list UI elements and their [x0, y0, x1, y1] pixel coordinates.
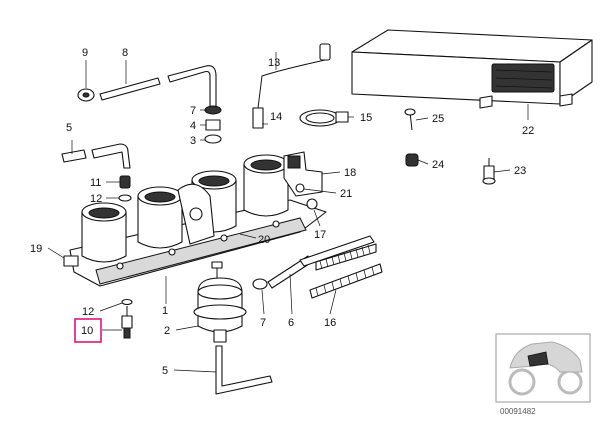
vacuum-hose-part-8 — [99, 65, 217, 111]
sensor-part-23 — [482, 158, 496, 185]
hose-clip-part-9 — [77, 88, 95, 102]
callout-8: 8 — [122, 47, 128, 59]
callout-21: 21 — [340, 188, 352, 200]
callout-18: 18 — [344, 167, 356, 179]
throttle-switch-part-18 — [283, 151, 323, 197]
pressure-regulator-part-2 — [193, 261, 247, 343]
callout-6: 6 — [288, 317, 294, 329]
callout-17: 17 — [314, 229, 326, 241]
hose-part-5-lower — [215, 345, 273, 395]
callout-25: 25 — [432, 113, 444, 125]
grommet-part-24 — [405, 153, 419, 167]
callout-19: 19 — [30, 243, 42, 255]
control-unit-part-22 — [351, 29, 593, 109]
callout-7-lower: 7 — [260, 317, 266, 329]
nut-part-4 — [205, 119, 221, 131]
callout-22: 22 — [522, 125, 534, 137]
washer-part-3 — [204, 134, 222, 144]
sensor-part-10 — [121, 306, 133, 339]
callout-16: 16 — [324, 317, 336, 329]
callout-5-upper: 5 — [66, 122, 72, 134]
screw-part-21 — [295, 183, 305, 193]
o-ring-part-12-upper — [118, 194, 132, 202]
callouts: 9 8 13 7 4 3 14 15 5 11 12 18 21 19 20 1… — [30, 47, 534, 377]
connector-part-17 — [306, 198, 318, 210]
callout-2: 2 — [164, 325, 170, 337]
callout-7-top: 7 — [190, 105, 196, 117]
washer-part-7 — [204, 105, 222, 115]
spring-hose-part-16 — [309, 243, 383, 299]
o-ring-part-12-lower — [121, 298, 133, 306]
fuel-pipe-part-20 — [299, 235, 375, 267]
sensor-lead-part-13 — [252, 43, 331, 129]
callout-23: 23 — [514, 165, 526, 177]
callout-5-lower: 5 — [162, 365, 168, 377]
callout-15: 15 — [360, 112, 372, 124]
hose-clamp-part-7 — [252, 278, 268, 290]
grommet-part-11 — [119, 175, 131, 189]
leader-lines — [47, 52, 529, 373]
thumbnail-code: 00091482 — [500, 407, 536, 416]
callout-1: 1 — [162, 305, 168, 317]
callout-20: 20 — [258, 234, 270, 246]
callout-3: 3 — [190, 135, 196, 147]
throttle-body-part-1 — [63, 154, 327, 287]
callout-14: 14 — [270, 111, 282, 123]
hose-clamp-part-15 — [299, 109, 349, 127]
callout-24: 24 — [432, 159, 444, 171]
callout-13: 13 — [268, 57, 280, 69]
callout-12-upper: 12 — [90, 193, 102, 205]
callout-12-lower: 12 — [82, 306, 94, 318]
callout-4: 4 — [190, 120, 196, 132]
callout-11: 11 — [90, 177, 101, 189]
screw-part-25 — [404, 108, 416, 131]
callout-10-highlight — [74, 318, 102, 343]
callout-10: 10 — [81, 325, 93, 337]
motorcycle-thumbnail: 00091482 — [495, 333, 591, 416]
callout-9: 9 — [82, 47, 88, 59]
hose-part-5-upper — [61, 143, 131, 169]
